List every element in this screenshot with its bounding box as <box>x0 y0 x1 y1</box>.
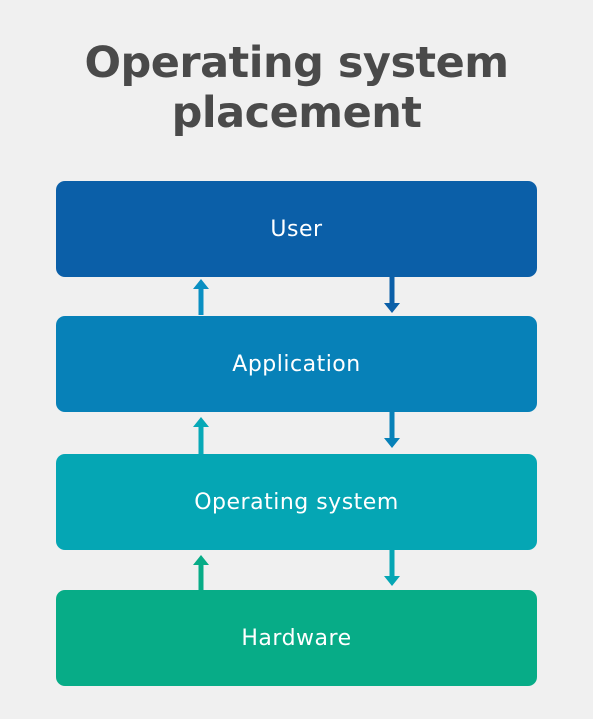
layer-user: User <box>56 181 537 277</box>
arrow-down-to-operating-system <box>383 412 401 452</box>
arrow-up-to-operating-system <box>192 550 210 590</box>
diagram-title: Operating system placement <box>0 38 593 138</box>
layer-user-label: User <box>270 216 323 242</box>
title-line-1: Operating system <box>84 38 509 88</box>
layer-hardware-label: Hardware <box>241 625 352 651</box>
arrow-down-to-hardware <box>383 550 401 590</box>
layer-operating-system: Operating system <box>56 454 537 550</box>
layer-hardware: Hardware <box>56 590 537 686</box>
layer-application: Application <box>56 316 537 412</box>
arrow-up-to-application <box>192 412 210 454</box>
arrow-down-to-application <box>383 277 401 317</box>
title-line-2: placement <box>171 88 422 138</box>
layer-operating-system-label: Operating system <box>194 489 399 515</box>
arrow-up-to-user <box>192 277 210 317</box>
layer-application-label: Application <box>232 351 361 377</box>
